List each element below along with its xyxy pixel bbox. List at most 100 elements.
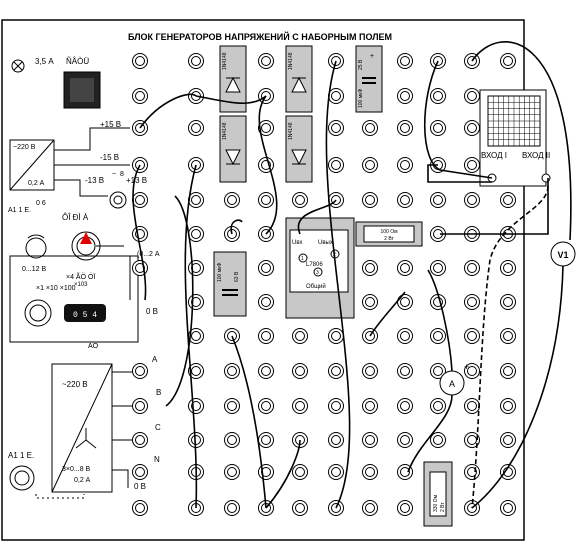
socket-inner	[135, 467, 145, 477]
range-out: (0...2 А	[137, 251, 160, 258]
res-bottom-label: 330 Ом	[433, 494, 439, 512]
res-top-label: 100 Ом	[380, 229, 398, 235]
dc-fuse-label: А1 1 Е.	[8, 207, 31, 214]
capacitor-module-top[interactable]	[355, 45, 383, 113]
socket-inner	[261, 263, 271, 273]
dc-transformer	[9, 139, 55, 191]
socket-inner	[400, 435, 410, 445]
counter-value: 0 5 4	[73, 311, 97, 320]
socket-inner	[467, 467, 477, 477]
socket-inner	[433, 366, 443, 376]
resistor-module-bottom[interactable]	[423, 461, 453, 527]
patch-cords	[132, 41, 572, 509]
socket-inner	[503, 435, 513, 445]
counter-sub: ÃÖ	[88, 341, 99, 350]
socket-inner	[135, 56, 145, 66]
diode-module-3[interactable]	[285, 45, 313, 113]
socket-inner	[400, 195, 410, 205]
socket-inner	[400, 91, 410, 101]
adj-knob[interactable]	[109, 191, 127, 209]
cap-top-plus: +	[370, 53, 374, 60]
socket-inner	[503, 503, 513, 513]
socket-inner	[365, 401, 375, 411]
socket-inner	[467, 331, 477, 341]
diode-module-4[interactable]	[285, 115, 313, 183]
socket-inner	[433, 195, 443, 205]
ac-fuse-label: А1 1 Е.	[8, 451, 34, 460]
dc-input-label: ~220 В	[13, 144, 36, 151]
phase-c-label: С	[155, 423, 161, 432]
socket-inner	[191, 123, 201, 133]
socket-inner	[331, 91, 341, 101]
diode-module-2[interactable]	[219, 115, 247, 183]
dc-current-label: 0,2 А	[28, 180, 45, 187]
socket-inner	[365, 366, 375, 376]
cap-left-label: 100 мкФ	[217, 263, 223, 282]
socket-inner	[400, 331, 410, 341]
socket-inner	[135, 366, 145, 376]
dashed-cord	[471, 185, 549, 509]
socket-inner	[365, 123, 375, 133]
socket-inner	[503, 195, 513, 205]
res-top-power: 2 Вт	[384, 236, 394, 242]
socket-inner	[261, 401, 271, 411]
socket-inner	[400, 56, 410, 66]
socket-inner	[365, 195, 375, 205]
diode4-label: 1N4148	[288, 122, 294, 140]
socket-inner	[295, 331, 305, 341]
socket-inner	[365, 435, 375, 445]
freq-knob[interactable]	[24, 299, 52, 327]
socket-inner	[433, 401, 443, 411]
socket-inner	[400, 366, 410, 376]
osc-input1: ВХОД I	[481, 151, 507, 160]
res-bottom-power: 2 Вт	[440, 502, 446, 512]
out-plus-15: +15 В	[100, 120, 121, 129]
socket-inner	[191, 56, 201, 66]
osc-input2: ВХОД II	[522, 151, 550, 160]
socket-inner	[433, 331, 443, 341]
dotted-lead	[35, 494, 85, 499]
out-minus-13: -13 В	[85, 176, 104, 185]
socket-inner	[400, 467, 410, 477]
socket-inner	[467, 91, 477, 101]
socket-inner	[467, 435, 477, 445]
reg-out-label: Uвых	[318, 240, 333, 246]
socket-inner	[191, 229, 201, 239]
diode3-label: 1N4148	[288, 52, 294, 70]
socket-inner	[295, 366, 305, 376]
out-minus-15: -15 В	[100, 153, 119, 162]
regulator-module[interactable]	[285, 217, 355, 319]
socket-inner	[191, 435, 201, 445]
socket-inner	[503, 297, 513, 307]
socket-inner	[261, 366, 271, 376]
out-ground: 0 В	[146, 307, 158, 316]
socket-inner	[331, 160, 341, 170]
resistor-module-top[interactable]	[355, 221, 423, 247]
ammeter-plus: +	[464, 362, 469, 372]
socket-inner	[191, 297, 201, 307]
ammeter-label: А	[449, 379, 455, 389]
socket-inner	[467, 297, 477, 307]
reg-pin1: 1	[301, 256, 304, 262]
panel-title: БЛОК ГЕНЕРАТОРОВ НАПРЯЖЕНИЙ С НАБОРНЫМ П…	[128, 31, 392, 42]
neutral-label: N	[154, 455, 160, 464]
socket-inner	[135, 435, 145, 445]
ac-transformer	[51, 363, 113, 493]
socket-inner	[295, 467, 305, 477]
voltmeter-label: V1	[557, 250, 568, 260]
freq-unit: ×103	[74, 282, 88, 288]
cap-left-voltage: 63 В	[234, 271, 240, 282]
fuse-label: 3,5 А	[35, 57, 54, 66]
capacitor-module-left[interactable]	[213, 251, 247, 317]
socket-inner	[135, 401, 145, 411]
voltage-knob[interactable]	[25, 234, 47, 259]
socket-inner	[400, 123, 410, 133]
power-switch[interactable]	[63, 71, 101, 109]
diode2-label: 1N4148	[222, 122, 228, 140]
ac-knob[interactable]	[9, 465, 35, 491]
socket-inner	[503, 56, 513, 66]
socket-inner	[227, 401, 237, 411]
main-fuse[interactable]	[11, 59, 25, 73]
dc-fuse-rating: 0 6	[36, 200, 46, 207]
